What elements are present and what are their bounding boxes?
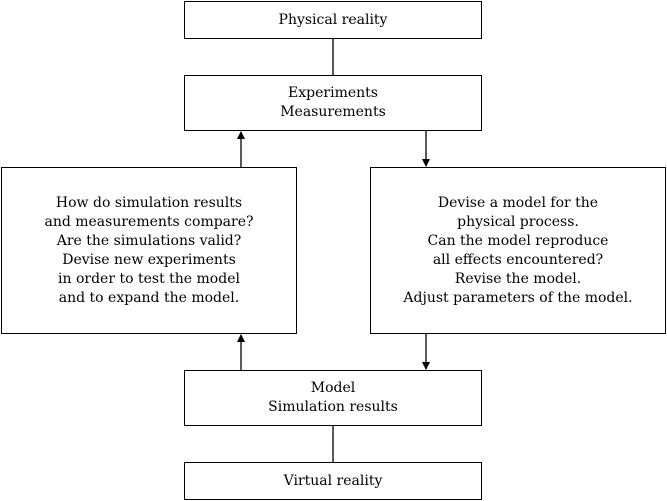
box-text: physical process. <box>457 213 579 230</box>
experiments-box: Experiments Measurements <box>184 75 482 131</box>
box-text: Can the model reproduce <box>427 232 609 249</box>
compare-box: How do simulation results and measuremen… <box>1 167 297 334</box>
model-box: Model Simulation results <box>184 370 482 426</box>
box-text: Adjust parameters of the model. <box>403 289 633 306</box>
box-text: Physical reality <box>278 11 388 28</box>
physical-reality-box: Physical reality <box>184 1 482 39</box>
box-text: How do simulation results <box>55 194 243 211</box>
box-text: Model <box>310 380 356 396</box>
box-text: Devise a model for the <box>437 194 599 211</box>
box-text: and to expand the model. <box>58 289 240 306</box>
box-text: Measurements <box>280 104 386 120</box>
box-text: in order to test the model <box>58 270 240 287</box>
box-text: Experiments <box>288 85 378 101</box>
devise-model-box: Devise a model for the physical process.… <box>370 167 666 334</box>
virtual-reality-box: Virtual reality <box>184 462 482 500</box>
box-text: Devise new experiments <box>62 251 236 268</box>
box-text: Simulation results <box>268 399 398 415</box>
box-text: all effects encountered? <box>432 251 604 268</box>
box-text: Virtual reality <box>283 472 383 489</box>
box-text: Revise the model. <box>454 270 582 287</box>
box-text: and measurements compare? <box>44 213 254 230</box>
box-text: Are the simulations valid? <box>56 232 242 249</box>
